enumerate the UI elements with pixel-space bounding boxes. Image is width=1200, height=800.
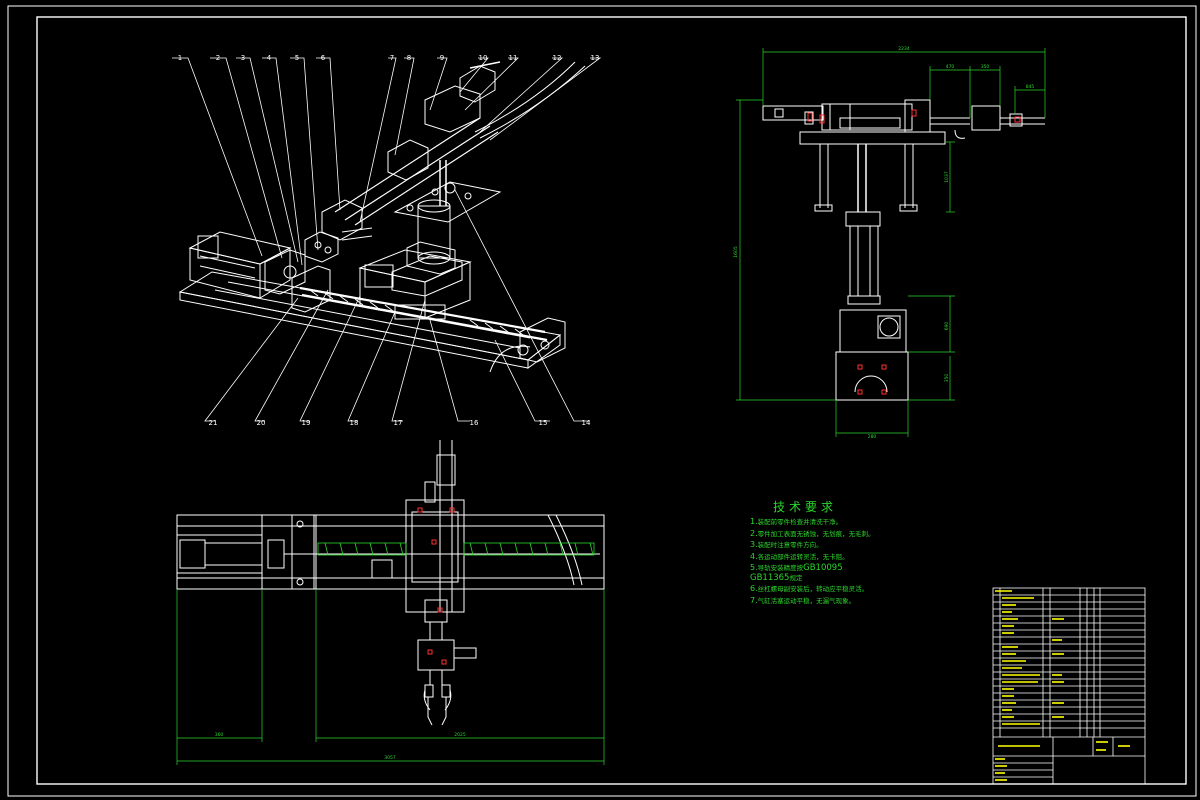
balloon-14: 14 [582, 419, 591, 427]
plan-view-screw [317, 542, 595, 556]
balloon-16: 16 [470, 419, 479, 427]
balloon-6: 6 [321, 54, 326, 62]
balloon-10: 10 [479, 54, 488, 62]
balloon-20: 20 [257, 419, 266, 427]
balloon-17: 17 [394, 419, 403, 427]
title-block-text-marks [995, 590, 1130, 781]
isometric-view [178, 61, 586, 373]
balloon-18: 18 [350, 419, 359, 427]
balloon-7: 7 [390, 54, 394, 62]
dim-overall-width: 2234 [898, 46, 910, 52]
requirement-item: 4.各运动部件运转灵活，无卡阻。 [750, 551, 849, 561]
dim-total-length: 3057 [384, 755, 396, 761]
dim-rail-length: 2025 [454, 732, 466, 738]
balloon-19: 19 [302, 419, 311, 427]
dim-motor-length: 360 [215, 732, 224, 738]
dim-base-lower: 350 [944, 374, 950, 383]
balloon-1: 1 [178, 54, 182, 62]
dim-overall-height: 1605 [733, 246, 739, 258]
side-view-dimension-text: 2234 470 350 845 1605 1037 690 350 280 [733, 46, 1034, 440]
requirement-item: 7.气缸活塞运动平稳，无漏气现象。 [750, 595, 856, 605]
balloon-8: 8 [407, 54, 411, 62]
inner-frame [36, 16, 1187, 785]
requirement-item: 3.装配时注意零件方向。 [750, 540, 823, 549]
technical-requirements-list: 1.装配前零件检查并清洗干净。 2.零件加工表面无锈蚀，无划痕，无毛刺。 3.装… [750, 517, 880, 607]
plan-view [176, 440, 605, 726]
dim-base-upper: 690 [944, 322, 950, 331]
dim-column: 1037 [944, 171, 950, 183]
requirement-item: 2.零件加工表面无锈蚀，无划痕，无毛刺。 [750, 528, 875, 538]
balloon-5: 5 [295, 54, 299, 62]
requirement-item: 6.丝杠螺母副安装后，转动应平稳灵活。 [750, 584, 869, 593]
balloon-3: 3 [241, 54, 245, 62]
balloon-labels: 1 2 3 4 5 6 7 8 9 10 11 12 13 14 15 16 1… [178, 54, 600, 427]
balloon-4: 4 [267, 54, 272, 62]
plan-view-dimensions [176, 589, 605, 765]
side-elevation-view [762, 99, 1045, 401]
balloon-12: 12 [553, 54, 562, 62]
side-view-dimensions [736, 48, 1046, 437]
requirement-item: 1.装配前零件检查并清洗干净。 [750, 517, 843, 526]
side-view-markers [807, 109, 1021, 395]
dim-offset-a: 470 [946, 64, 955, 70]
balloon-11: 11 [509, 54, 518, 62]
dim-offset-b: 350 [981, 64, 990, 70]
technical-requirements-title: 技术要求 [772, 500, 837, 514]
balloon-15: 15 [539, 419, 548, 427]
dim-base-width: 280 [868, 434, 877, 440]
balloon-2: 2 [216, 54, 220, 62]
plan-view-markers [417, 507, 455, 665]
balloon-13: 13 [591, 54, 600, 62]
outer-frame [7, 5, 1197, 797]
leader-lines [172, 57, 602, 422]
title-block [992, 587, 1146, 785]
balloon-9: 9 [440, 54, 444, 62]
balloon-21: 21 [209, 419, 218, 427]
dim-tip: 845 [1026, 84, 1035, 90]
plan-view-dimension-text: 360 2025 3057 [215, 732, 466, 761]
